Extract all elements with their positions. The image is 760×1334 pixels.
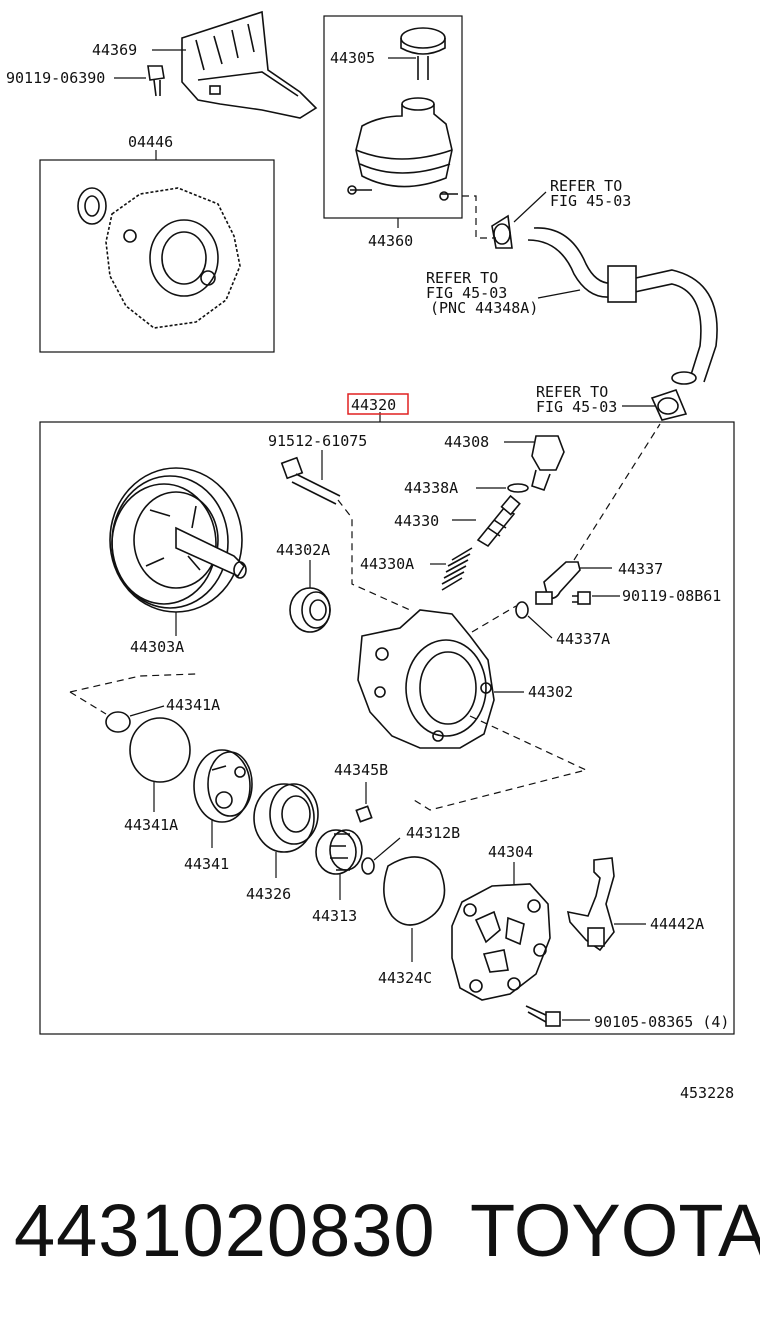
label-44320: 44320 [351,396,396,414]
reservoir-tank-drawing [347,97,458,201]
pump-assembly-box [39,421,735,1035]
gasket-kit-04446-drawing [77,187,241,329]
fitting-44308-drawing [531,435,565,492]
label-refer-b-line2: FIG 45-03 [426,284,507,302]
label-44304: 44304 [488,843,533,861]
return-hose-drawing [527,227,718,385]
bolt-90105-08365-drawing [525,1005,561,1027]
label-refer-a-line2: FIG 45-03 [550,192,631,210]
label-44303A: 44303A [130,638,184,656]
bolt-90119-06390-drawing [147,65,165,97]
label-refer-a-line1: REFER TO [550,177,622,195]
oring-44337A-drawing [515,601,529,619]
hose-clamp-lower-drawing [650,389,688,421]
label-44337A: 44337A [556,630,610,648]
label-refer-c-line2: FIG 45-03 [536,398,617,416]
label-44338A: 44338A [404,479,458,497]
highlighted-part-frame [347,393,409,415]
snap-ring-44312B-drawing [361,857,375,875]
label-44442A: 44442A [650,915,704,933]
label-44313: 44313 [312,907,357,925]
part-number-caption: 4431020830 [14,1189,436,1272]
label-44302A: 44302A [276,541,330,559]
bearing-44302A-drawing [289,587,331,633]
bracket-44369-drawing [181,10,318,119]
gasket-44324C-drawing [383,856,446,926]
label-refer-b-line1: REFER TO [426,269,498,287]
key-44345B-drawing [355,805,373,823]
oring-44341A-small-drawing [105,711,131,733]
bolt-90119-08B61-drawing [572,591,591,605]
side-plate-44341-drawing [193,749,253,823]
label-44312B: 44312B [406,824,460,842]
label-44302: 44302 [528,683,573,701]
label-44308: 44308 [444,433,489,451]
gasket-kit-box [39,159,275,353]
label-44341A-bottom: 44341A [124,816,178,834]
bracket-44442A-drawing [566,857,615,952]
label-44341A-top: 44341A [166,696,220,714]
label-44360: 44360 [368,232,413,250]
parts-diagram: 44369 90119-06390 44305 04446 44360 REFE… [6,10,735,1102]
label-refer-b-line3: (PNC 44348A) [430,299,538,317]
label-44345B: 44345B [334,761,388,779]
pulley-44303A-drawing [109,467,247,613]
brand-caption: TOYOTA [470,1189,760,1272]
label-44326: 44326 [246,885,291,903]
reservoir-cap-44305-drawing [400,27,446,80]
pump-body-44302-drawing [357,609,495,749]
label-44341: 44341 [184,855,229,873]
label-90105-08365: 90105-08365 (4) [594,1013,729,1031]
cam-ring-44326-drawing [253,783,319,853]
label-44324C: 44324C [378,969,432,987]
label-44330A: 44330A [360,555,414,573]
label-90119-08B61: 90119-08B61 [622,587,721,605]
spring-44330A-drawing [441,547,473,591]
label-44305: 44305 [330,49,375,67]
label-44337: 44337 [618,560,663,578]
valve-44330-drawing [476,494,521,548]
rear-housing-44304-drawing [451,883,551,1001]
label-44369: 44369 [92,41,137,59]
bolt-91512-61075-drawing [280,456,341,505]
oring-44338A-drawing [507,483,529,493]
figure-number: 453228 [680,1084,734,1102]
oring-44341A-large-drawing [129,717,191,783]
hose-clamp-upper-drawing [491,214,513,249]
label-90119-06390: 90119-06390 [6,69,105,87]
union-44337-drawing [535,561,581,605]
rotor-44313-drawing [315,829,363,875]
label-91512-61075: 91512-61075 [268,432,367,450]
label-44330: 44330 [394,512,439,530]
label-04446: 04446 [128,133,173,151]
reservoir-group-box [323,15,463,219]
label-refer-c-line1: REFER TO [536,383,608,401]
